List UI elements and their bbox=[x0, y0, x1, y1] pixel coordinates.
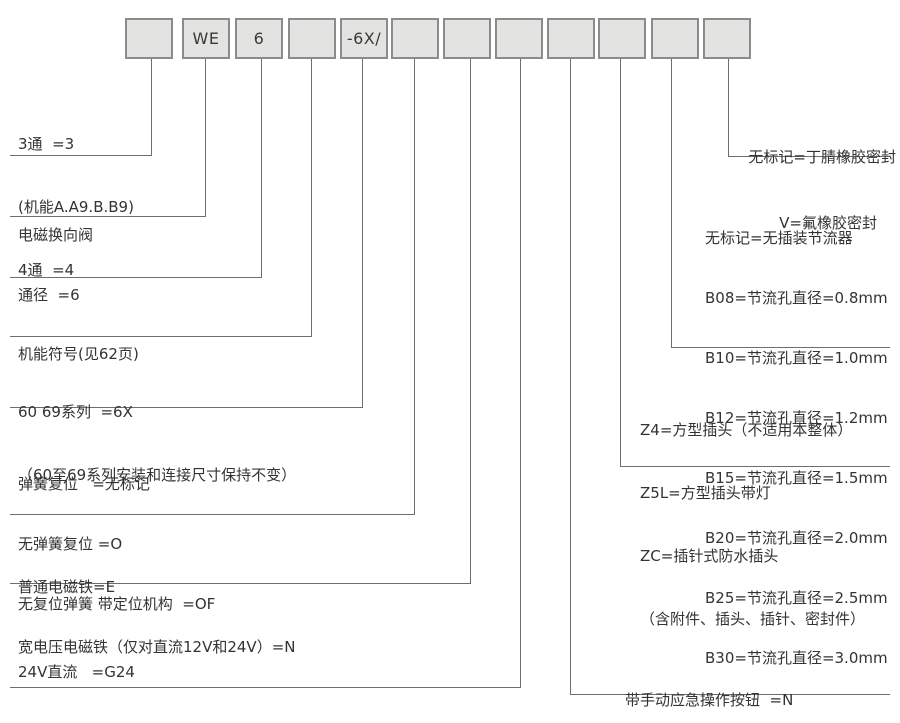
connector-v-box8 bbox=[520, 59, 521, 688]
connector-h-throttle bbox=[671, 347, 890, 348]
section-throttle-line1: 无标记=无插装节流器 bbox=[705, 229, 853, 247]
code-box-12 bbox=[703, 18, 751, 59]
connector-v-box2 bbox=[205, 59, 206, 217]
code-box-6 bbox=[391, 18, 439, 59]
section-plug-type: Z4=方型插头（不适用本整体） Z5L=方型插头带灯 ZC=插针式防水插头 （含… bbox=[640, 378, 865, 672]
connector-v-box9 bbox=[570, 59, 571, 695]
connector-v-box4 bbox=[311, 59, 312, 337]
code-box-9 bbox=[547, 18, 595, 59]
section-spring-return: 弹簧复位 =无标记 无弹簧复位 =O 无复位弹簧 带定位机构 =OF bbox=[18, 434, 215, 654]
section-throttle-line6: B20=节流孔直径=2.0mm bbox=[705, 529, 888, 547]
connector-v-box6 bbox=[414, 59, 415, 515]
section-spring-return-line2: 无弹簧复位 =O bbox=[18, 535, 123, 553]
connector-h-series bbox=[10, 407, 363, 408]
section-size-line1: 通径 =6 bbox=[18, 286, 80, 304]
connector-v-box10 bbox=[620, 59, 621, 467]
code-box-1 bbox=[125, 18, 173, 59]
code-box-3: 6 bbox=[235, 18, 283, 59]
connector-h-solenoid-type bbox=[10, 583, 471, 584]
code-box-10 bbox=[598, 18, 646, 59]
section-spring-return-line1: 弹簧复位 =无标记 bbox=[18, 475, 150, 493]
connector-v-box1 bbox=[151, 59, 152, 156]
section-series: 60 69系列 =6X （60至69系列安装和连接尺寸保持不变） bbox=[18, 360, 296, 528]
section-plug-type-line1: Z4=方型插头（不适用本整体） bbox=[640, 421, 853, 439]
section-ways-line3: 4通 =4 bbox=[18, 261, 75, 279]
section-ways-line2: (机能A.A9.B.B9) bbox=[18, 198, 134, 216]
section-valve-name-line1: 电磁换向阀 bbox=[18, 226, 94, 244]
connector-h-valve-name bbox=[10, 216, 206, 217]
section-ways-line1: 3通 =3 bbox=[18, 135, 75, 153]
connector-h-ways bbox=[10, 155, 152, 156]
code-box-7 bbox=[443, 18, 491, 59]
section-manual-override: 带手动应急操作按钮 =N bbox=[625, 648, 793, 723]
section-throttle-line5: B15=节流孔直径=1.5mm bbox=[705, 469, 888, 487]
section-spring-return-line3: 无复位弹簧 带定位机构 =OF bbox=[18, 595, 216, 613]
connector-h-plug-type bbox=[620, 466, 890, 467]
section-solenoid-type-line2: 宽电压电磁铁（仅对直流12V和24V）=N bbox=[18, 638, 296, 656]
code-box-8 bbox=[495, 18, 543, 59]
section-spool-symbol: 机能符号(见62页) bbox=[18, 302, 139, 407]
section-voltage-line1: 24V直流 =G24 bbox=[18, 663, 135, 681]
section-spool-symbol-line1: 机能符号(见62页) bbox=[18, 345, 139, 363]
section-series-line1: 60 69系列 =6X bbox=[18, 403, 133, 421]
section-throttle-line3: B10=节流孔直径=1.0mm bbox=[705, 349, 888, 367]
connector-v-box5 bbox=[362, 59, 363, 408]
section-throttle-line7: B25=节流孔直径=2.5mm bbox=[705, 589, 888, 607]
section-series-line2: （60至69系列安装和连接尺寸保持不变） bbox=[18, 466, 297, 484]
connector-h-seal bbox=[728, 156, 890, 157]
code-box-5: -6X/ bbox=[340, 18, 388, 59]
code-box-2: WE bbox=[182, 18, 230, 59]
section-throttle-line8: B30=节流孔直径=3.0mm bbox=[705, 649, 888, 667]
section-size: 通径 =6 bbox=[18, 243, 80, 348]
section-seal-line2: V=氟橡胶密封 bbox=[779, 214, 877, 232]
section-ways: 3通 =3 (机能A.A9.B.B9) 4通 =4 bbox=[18, 92, 134, 323]
section-voltage: 24V直流 =G24 220V交流.50Hz =W220-50 220V交流本整… bbox=[18, 620, 220, 723]
connector-h-manual-override bbox=[570, 694, 890, 695]
section-seal-line1: 无标记=丁腈橡胶密封 bbox=[748, 148, 896, 166]
code-box-11 bbox=[651, 18, 699, 59]
section-throttle: 无标记=无插装节流器 B08=节流孔直径=0.8mm B10=节流孔直径=1.0… bbox=[705, 188, 888, 708]
connector-h-size bbox=[10, 277, 262, 278]
section-solenoid-type-line1: 普通电磁铁=E bbox=[18, 578, 116, 596]
section-manual-override-line1: 带手动应急操作按钮 =N bbox=[625, 691, 794, 709]
section-solenoid-type: 普通电磁铁=E 宽电压电磁铁（仅对直流12V和24V）=N bbox=[18, 537, 296, 697]
section-seal: 无标记=丁腈橡胶密封 V=氟橡胶密封 bbox=[748, 102, 896, 278]
section-valve-name: 电磁换向阀 bbox=[18, 183, 93, 288]
connector-v-box3 bbox=[261, 59, 262, 278]
section-throttle-line4: B12=节流孔直径=1.2mm bbox=[705, 409, 888, 427]
connector-v-box12 bbox=[728, 59, 729, 156]
code-box-4 bbox=[288, 18, 336, 59]
section-plug-type-line2: Z5L=方型插头带灯 bbox=[640, 484, 771, 502]
connector-v-box7 bbox=[470, 59, 471, 584]
connector-h-spool-symbol bbox=[10, 336, 312, 337]
section-throttle-line2: B08=节流孔直径=0.8mm bbox=[705, 289, 888, 307]
connector-h-voltage bbox=[10, 687, 521, 688]
connector-h-spring-return bbox=[10, 514, 415, 515]
section-plug-type-line3: ZC=插针式防水插头 bbox=[640, 547, 779, 565]
section-plug-type-line4: （含附件、插头、插针、密封件） bbox=[640, 610, 866, 628]
connector-v-box11 bbox=[671, 59, 672, 348]
